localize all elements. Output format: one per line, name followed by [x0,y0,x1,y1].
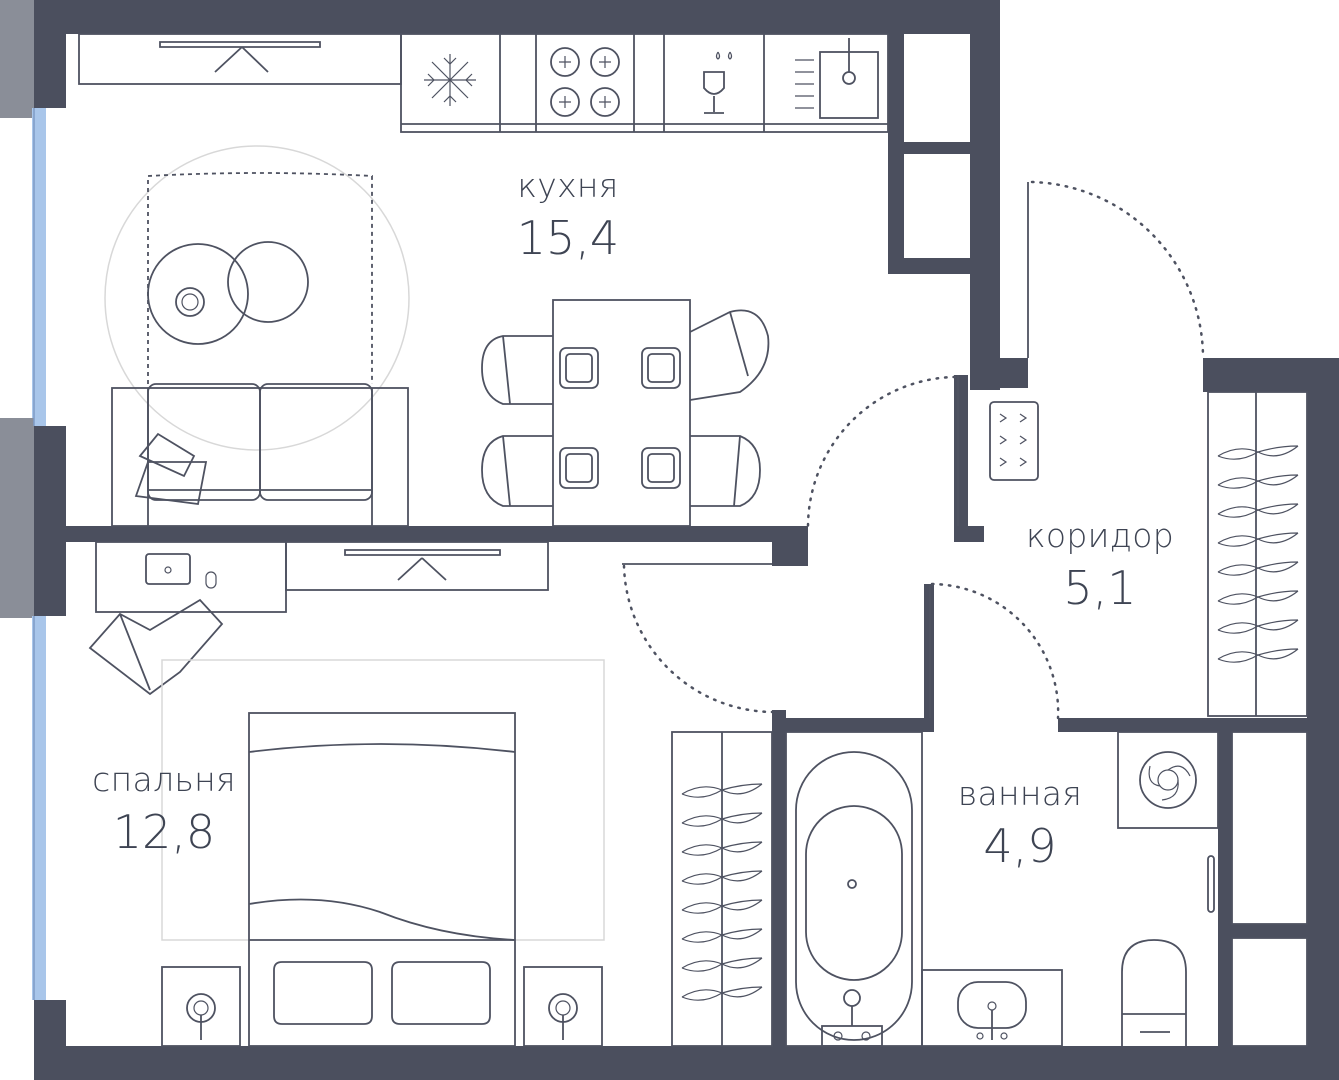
room-area-kitchen: 15,4 [516,211,620,265]
room-name-corridor: коридор [1025,516,1175,555]
room-label-bedroom: спальня 12,8 [78,760,250,859]
room-area-bathroom: 4,9 [983,819,1057,873]
hanger-icon [681,928,763,943]
hanger-icon [1217,561,1299,576]
hanger-icon [681,986,763,1001]
snowflake-icon [424,54,476,106]
dishwasher-icon [703,51,733,114]
hanger-icon [681,841,763,856]
hanger-icon [681,899,763,914]
corridor-furniture [989,391,1308,717]
room-area-corridor: 5,1 [1063,561,1137,615]
washing-machine-icon [1139,751,1197,809]
window-kitchen-glass [32,108,46,426]
window-left-middle-frame [0,418,34,618]
hanger-icon [1217,445,1299,460]
room-label-kitchen: кухня 15,4 [500,166,636,265]
hanger-icon [681,812,763,827]
cooktop-icon [550,47,620,117]
room-name-kitchen: кухня [517,166,619,205]
electrical-panel [989,401,1039,481]
double-bed [248,712,516,1047]
walls [34,0,1339,1080]
hanger-icon [681,870,763,885]
window-bedroom-glass [32,616,46,1000]
windows [0,0,46,1000]
toilet [1121,939,1187,1046]
hanger-icon [1217,474,1299,489]
dining-table [552,299,691,527]
room-name-bathroom: ванная [957,774,1083,813]
doors [622,180,1205,720]
bathroom-furniture [785,731,1308,1047]
hanger-icon [1217,590,1299,605]
wardrobe-corridor [1207,391,1308,717]
hangers [1217,445,1299,663]
dining-chairs [481,309,770,507]
hanger-icon [1217,619,1299,634]
room-name-bedroom: спальня [92,760,236,799]
window-left-top-frame [0,0,34,118]
bedroom-furniture [88,541,773,1047]
hanger-icon [681,783,763,798]
sofa [111,383,409,527]
room-area-bedroom: 12,8 [112,805,216,859]
hanger-icon [1217,503,1299,518]
kitchen-furniture [78,33,889,527]
hanger-icon [1217,648,1299,663]
hanger-icon [681,957,763,972]
room-label-corridor: коридор 5,1 [1010,516,1190,615]
room-label-bathroom: ванная 4,9 [946,774,1094,873]
tv-icon [159,41,321,73]
sink-icon [795,38,879,119]
hangers [681,783,763,1001]
round-rug [104,145,410,451]
bathtub [795,751,913,1041]
hanger-icon [1217,532,1299,547]
